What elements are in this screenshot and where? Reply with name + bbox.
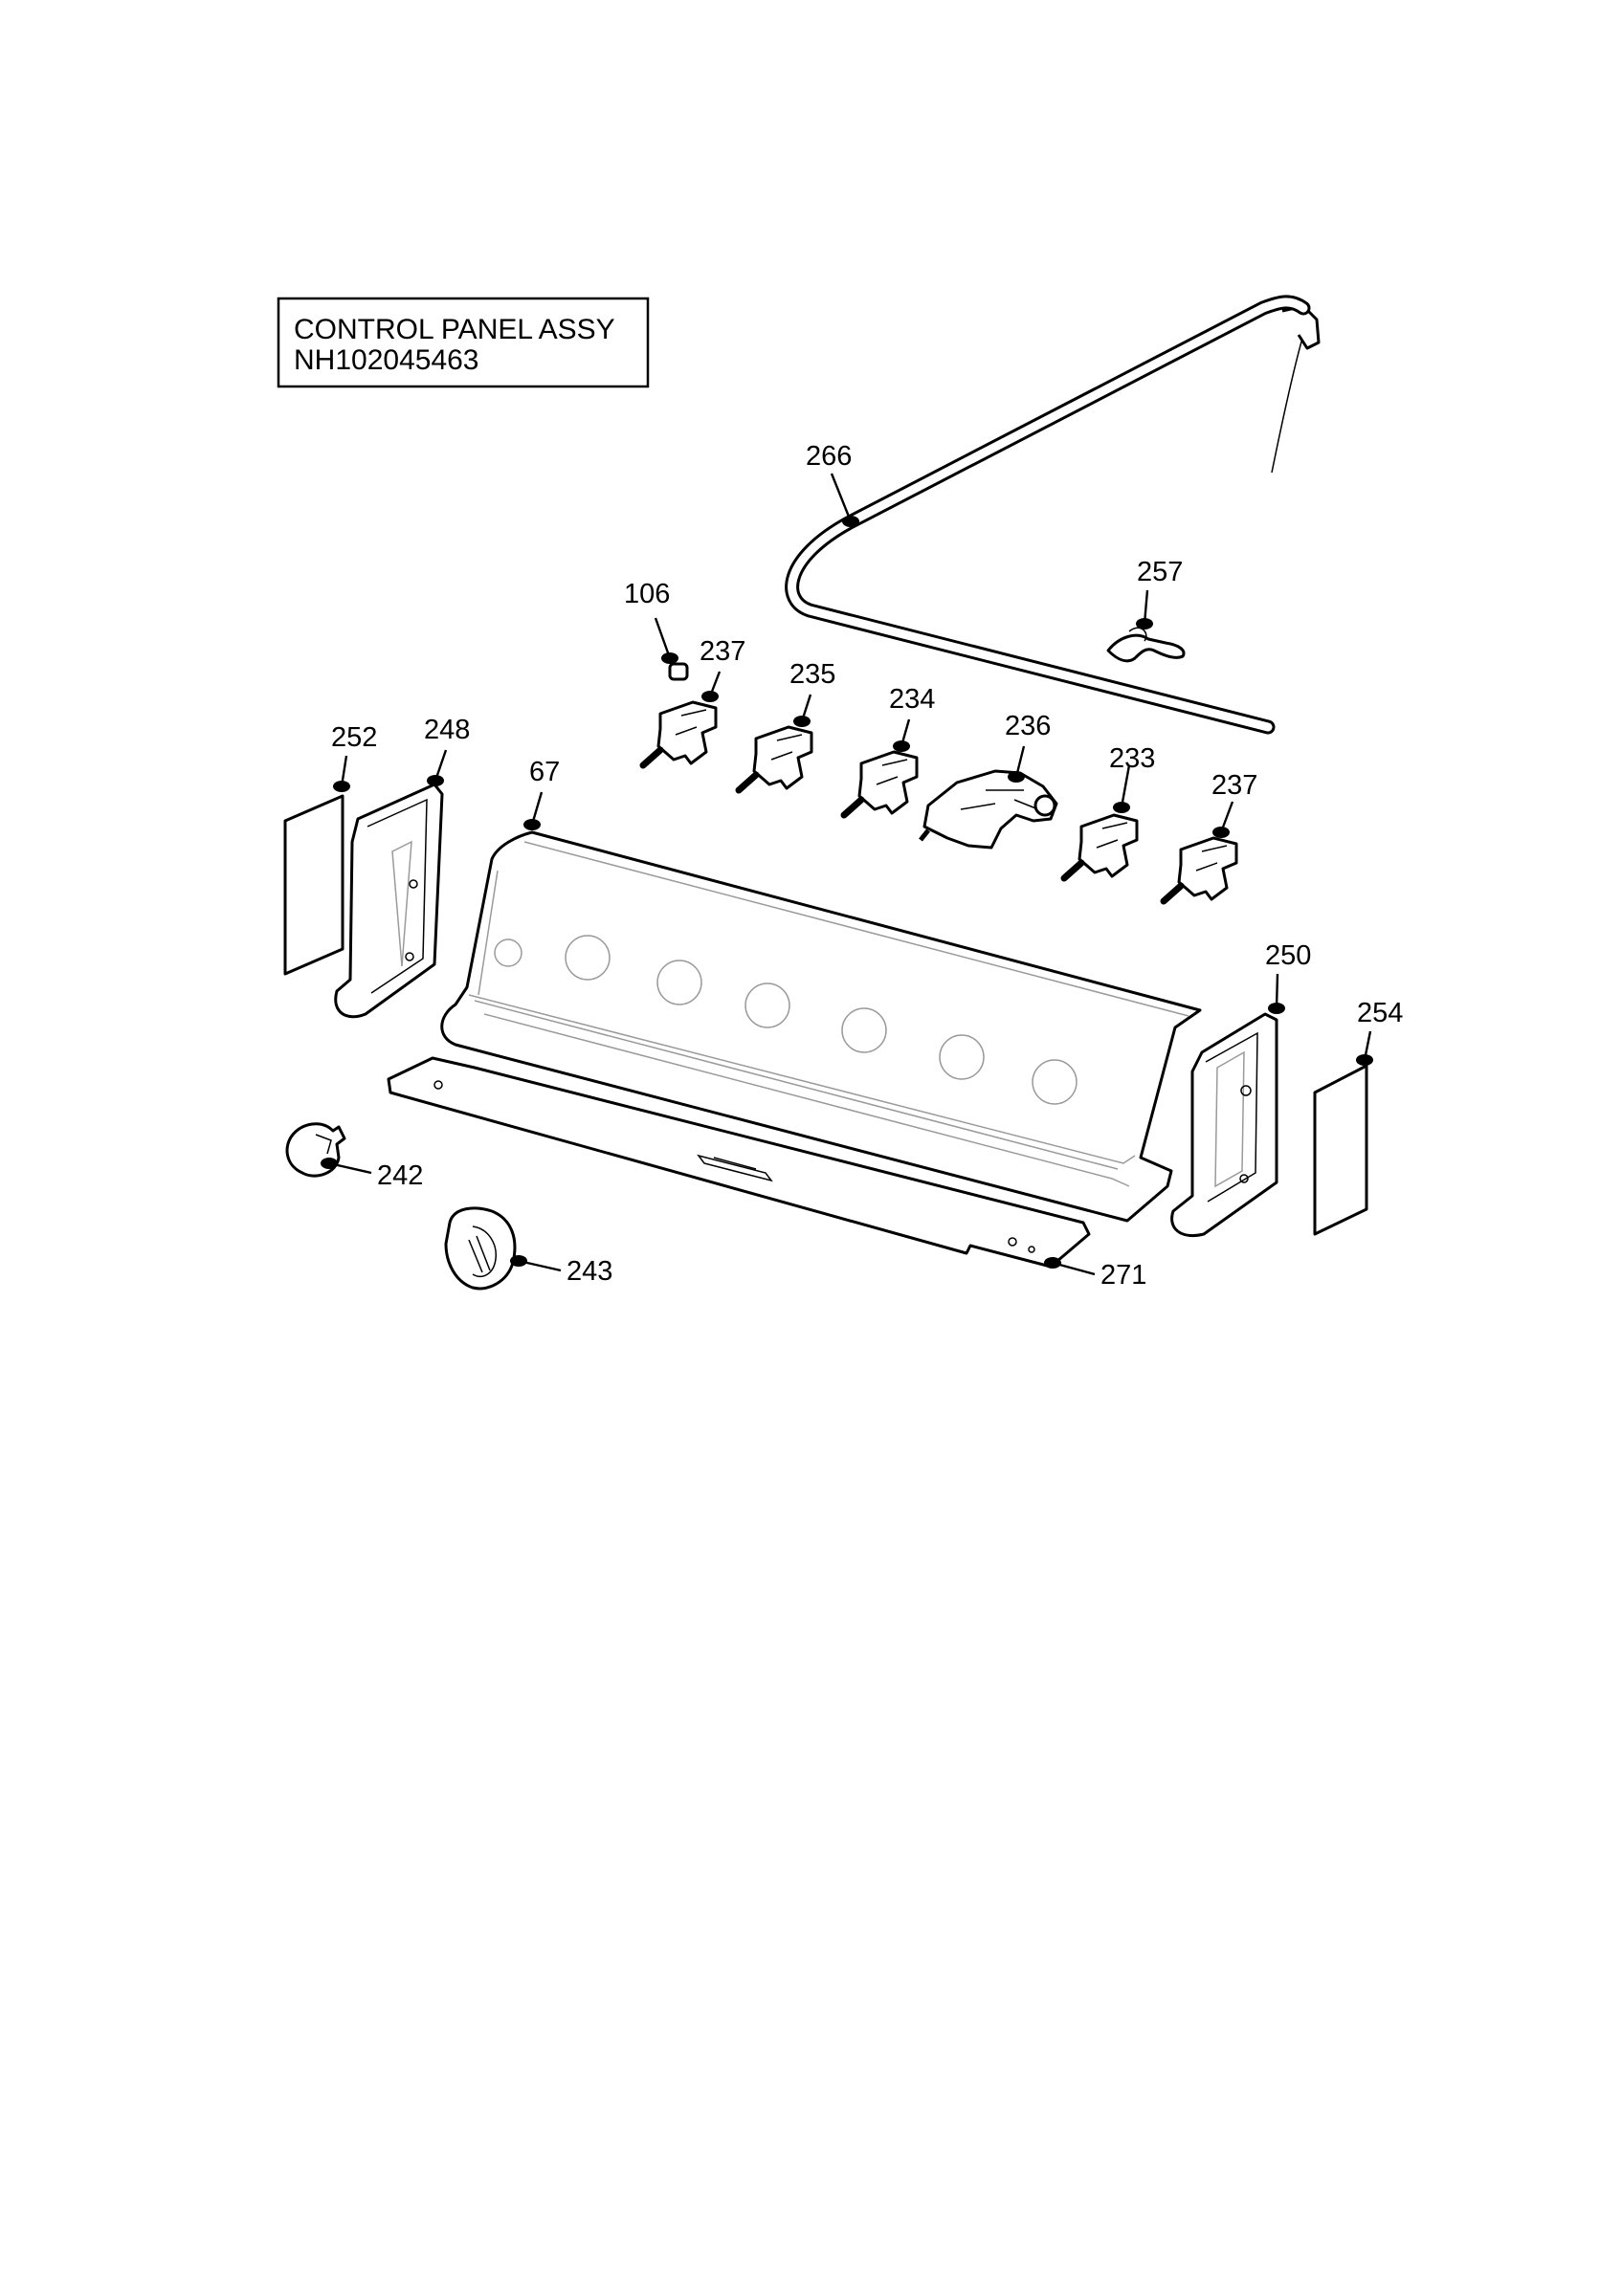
clip-part[interactable] [1106, 627, 1186, 663]
gas-valve-233[interactable] [1060, 813, 1139, 882]
gas-valve-234[interactable] [840, 750, 919, 819]
callout-235: 235 [789, 659, 835, 690]
callout-242: 242 [377, 1160, 423, 1191]
callout-252: 252 [331, 722, 377, 753]
right-end-bracket-part[interactable] [1170, 1012, 1278, 1237]
callout-233: 233 [1109, 743, 1155, 774]
callout-250: 250 [1265, 940, 1311, 971]
callout-labels: 266 257 106 237 235 234 236 233 237 252 … [331, 441, 1403, 1291]
control-panel-part[interactable] [440, 830, 1202, 1223]
spacer-part[interactable] [668, 662, 689, 681]
callout-266: 266 [806, 441, 852, 472]
switch-part[interactable] [285, 1122, 346, 1178]
title-line-1: CONTROL PANEL ASSY [294, 314, 615, 345]
callout-257: 257 [1137, 557, 1183, 587]
callout-67: 67 [529, 757, 560, 787]
left-end-bracket-part[interactable] [334, 783, 444, 1019]
right-end-cover-part[interactable] [1313, 1064, 1368, 1236]
support-plate-part[interactable] [387, 1056, 1091, 1269]
callout-106: 106 [624, 579, 670, 609]
knob-part[interactable] [444, 1206, 517, 1291]
leader-lines [321, 473, 1373, 1276]
callout-234: 234 [889, 684, 935, 715]
callout-254: 254 [1357, 998, 1403, 1028]
gas-tube-part[interactable] [785, 295, 1321, 735]
callout-243: 243 [567, 1256, 612, 1287]
title-line-2: NH102045463 [294, 344, 479, 376]
callout-237-left: 237 [700, 636, 745, 667]
callout-236: 236 [1005, 711, 1051, 741]
gas-valve-237a[interactable] [639, 700, 718, 769]
title-box: CONTROL PANEL ASSY NH102045463 [277, 297, 650, 388]
gas-valve-235[interactable] [735, 725, 813, 794]
gas-valve-236[interactable] [919, 769, 1058, 850]
gas-valve-237b[interactable] [1160, 836, 1238, 905]
callout-271: 271 [1100, 1260, 1146, 1291]
callout-248: 248 [424, 715, 470, 745]
callout-237-right: 237 [1211, 770, 1257, 801]
left-end-cover-part[interactable] [283, 794, 344, 976]
